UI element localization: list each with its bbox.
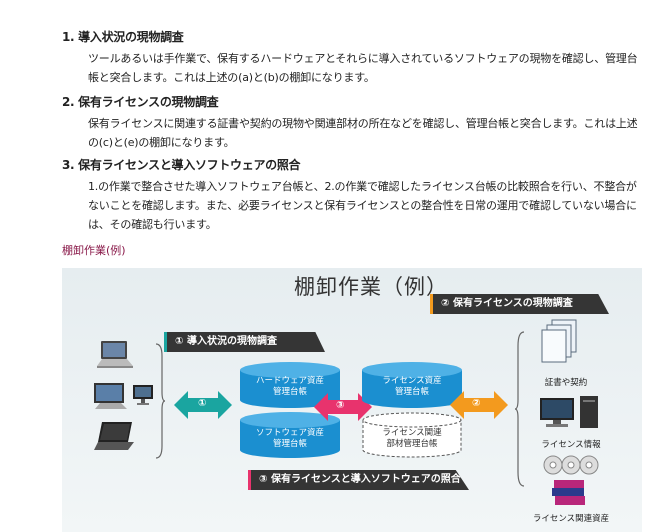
software-db-label-2: 管理台帳 (272, 439, 307, 449)
section-3-body: 1.の作業で整合させた導入ソフトウェア台帳と、2.の作業で確認したライセンス台帳… (88, 180, 637, 231)
arrow-3-label: ③ (336, 400, 345, 411)
banner-install-survey-label: ① 導入状況の現物調査 (175, 336, 277, 347)
hardware-db-cylinder (240, 362, 340, 408)
banner-install-survey: ① 導入状況の現物調査 (164, 332, 325, 352)
arrow-2-icon (450, 391, 508, 419)
banner-reconcile-label: ③ 保有ライセンスと導入ソフトウェアの照合 (259, 474, 461, 485)
monitor-icon (133, 385, 153, 405)
hardware-db-label-2: 管理台帳 (272, 387, 307, 397)
banner-reconcile: ③ 保有ライセンスと導入ソフトウェアの照合 (248, 470, 469, 490)
parts-db-cylinder (362, 412, 462, 458)
software-db-cylinder (240, 412, 340, 458)
license-db-cylinder (362, 362, 462, 408)
section-1: 1. 導入状況の現物調査 ツールあるいは手作業で、保有するハードウェアとそれらに… (62, 28, 642, 87)
banner-license-survey: ② 保有ライセンスの現物調査 (430, 294, 609, 314)
section-2: 2. 保有ライセンスの現物調査 保有ライセンスに関連する証書や契約の現物や関連部… (62, 93, 642, 152)
section-2-body: 保有ライセンスに関連する証書や契約の現物や関連部材の所在などを確認し、管理台帳と… (88, 117, 638, 149)
diagram-caption: 棚卸作業(例) (62, 244, 126, 257)
arrow-3-icon (314, 393, 372, 421)
parts-db-label-2: 部材管理台帳 (386, 439, 438, 449)
section-2-title: 2. 保有ライセンスの現物調査 (62, 95, 219, 109)
parts-db-label-1: ライセンス関連 (382, 428, 442, 438)
arrow-1-icon (174, 391, 232, 419)
parts-db: ライセンス関連部材管理台帳 (362, 414, 462, 456)
license-db-label-1: ライセンス資産 (382, 376, 442, 386)
documents-label: 証書や契約 (544, 378, 588, 388)
software-db-label-1: ソフトウェア資産 (255, 428, 324, 438)
license-db-label-2: 管理台帳 (394, 387, 429, 397)
books-icon (552, 480, 585, 505)
arrow-2-label: ② (472, 398, 481, 409)
license-assets-label: ライセンス関連資産 (532, 514, 610, 524)
arrow-1-label: ① (198, 398, 207, 409)
right-bracket (514, 331, 525, 487)
banner-license-survey-label: ② 保有ライセンスの現物調査 (441, 298, 573, 309)
diagram-title: 棚卸作業（例） (294, 275, 448, 299)
left-bracket (155, 343, 166, 459)
license-info-label: ライセンス情報 (541, 440, 601, 450)
inventory-diagram: 棚卸作業（例） ② 保有ライセンスの現物調査 ① 導入状況の現物調査 ③ 保有ラ… (62, 268, 642, 532)
discs-icon (543, 455, 599, 475)
laptop-icon (97, 341, 133, 368)
software-db: ソフトウェア資産管理台帳 (240, 414, 340, 456)
hardware-db: ハードウェア資産管理台帳 (240, 362, 340, 404)
section-3: 3. 保有ライセンスと導入ソフトウェアの照合 1.の作業で整合させた導入ソフトウ… (62, 156, 642, 234)
documents-icon (541, 319, 577, 363)
section-3-title: 3. 保有ライセンスと導入ソフトウェアの照合 (62, 158, 301, 172)
computer-icon (540, 396, 598, 428)
license-db: ライセンス資産管理台帳 (362, 362, 462, 404)
section-1-body: ツールあるいは手作業で、保有するハードウェアとそれらに導入されているソフトウェア… (88, 52, 638, 84)
desktop-monitor-icon (94, 383, 127, 409)
notebook-pc-icon (94, 422, 134, 450)
hardware-db-label-1: ハードウェア資産 (255, 376, 324, 386)
section-1-title: 1. 導入状況の現物調査 (62, 30, 184, 44)
